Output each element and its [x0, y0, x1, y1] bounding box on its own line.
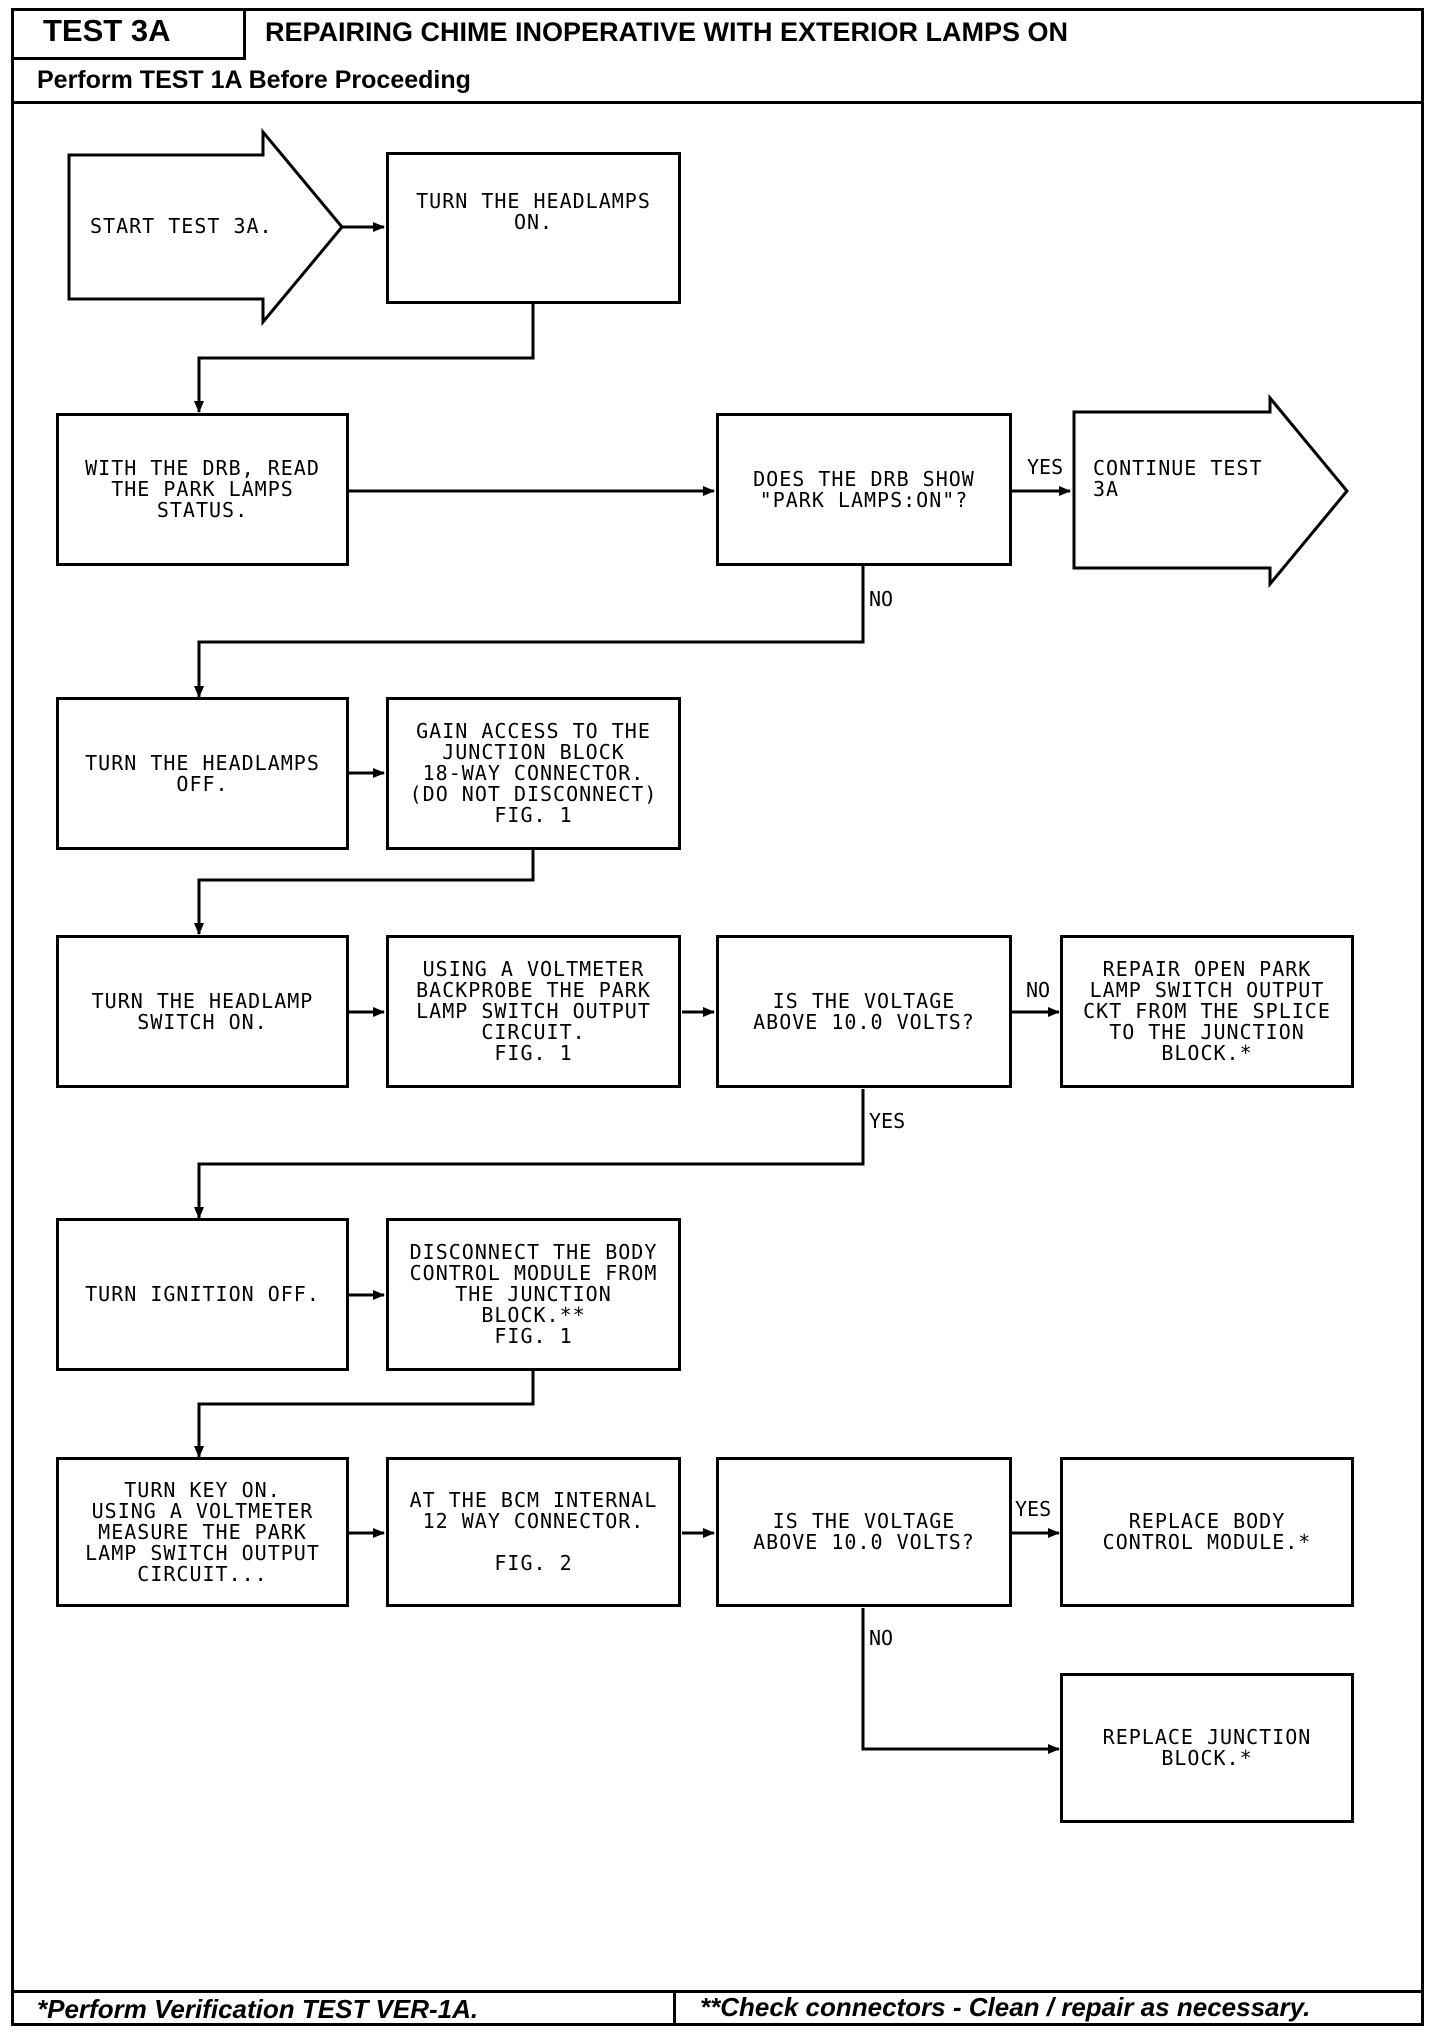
arrow-no-headlamps-off — [194, 566, 865, 698]
arrow-access-to-switch — [194, 850, 535, 935]
branch-label-no: NO — [1026, 978, 1051, 1002]
arrow-no-replace-junction — [861, 1608, 1060, 1754]
start-test-arrow: START TEST 3A. — [90, 214, 273, 238]
prerequisite-note: Perform TEST 1A Before Proceeding — [37, 66, 471, 94]
step-disconnect-bcm: DISCONNECT THE BODY CONTROL MODULE FROM … — [386, 1218, 681, 1371]
branch-label-yes: YES — [869, 1109, 906, 1133]
continue-arrow-shape — [1072, 393, 1349, 589]
continue-test-arrow: CONTINUE TEST 3A — [1093, 456, 1263, 501]
decision-voltage-2: IS THE VOLTAGE ABOVE 10.0 VOLTS? — [716, 1457, 1012, 1607]
step-gain-access: GAIN ACCESS TO THE JUNCTION BLOCK 18-WAY… — [386, 697, 681, 850]
footer-note-connectors: **Check connectors - Clean / repair as n… — [700, 1992, 1311, 2022]
test-id: TEST 3A — [43, 13, 171, 48]
arrow-yes-ignition-off — [194, 1089, 865, 1219]
arrow-headlamps-to-read — [194, 303, 535, 413]
step-repair-open-circuit: REPAIR OPEN PARK LAMP SWITCH OUTPUT CKT … — [1060, 935, 1354, 1088]
decision-voltage-1: IS THE VOLTAGE ABOVE 10.0 VOLTS? — [716, 935, 1012, 1088]
step-key-on-measure: TURN KEY ON. USING A VOLTMETER MEASURE T… — [56, 1457, 349, 1607]
branch-label-yes: YES — [1027, 455, 1064, 479]
footer-note-verification: *Perform Verification TEST VER-1A. — [37, 1994, 479, 2024]
branch-label-no: NO — [869, 1626, 894, 1650]
header-divider — [243, 8, 246, 58]
step-headlamps-off: TURN THE HEADLAMPS OFF. — [56, 697, 349, 850]
arrow-disconnect-to-key-on — [194, 1371, 535, 1458]
header-rule — [11, 101, 1424, 104]
header-rule-left — [11, 57, 246, 60]
footer-rule — [11, 1990, 1424, 1993]
step-ignition-off: TURN IGNITION OFF. — [56, 1218, 349, 1371]
decision-drb-park-lamps: DOES THE DRB SHOW "PARK LAMPS:ON"? — [716, 413, 1012, 566]
step-headlamp-switch-on: TURN THE HEADLAMP SWITCH ON. — [56, 935, 349, 1088]
step-read-park-lamps: WITH THE DRB, READ THE PARK LAMPS STATUS… — [56, 413, 349, 566]
branch-label-no: NO — [869, 587, 894, 611]
step-headlamps-on: TURN THE HEADLAMPS ON. — [386, 152, 681, 304]
branch-label-yes: YES — [1015, 1497, 1052, 1521]
page-title: REPAIRING CHIME INOPERATIVE WITH EXTERIO… — [265, 17, 1069, 47]
start-arrow-shape — [67, 127, 344, 327]
step-replace-bcm: REPLACE BODY CONTROL MODULE.* — [1060, 1457, 1354, 1607]
step-replace-junction-block: REPLACE JUNCTION BLOCK.* — [1060, 1673, 1354, 1823]
footer-divider — [673, 1990, 676, 2026]
step-bcm-connector: AT THE BCM INTERNAL 12 WAY CONNECTOR. FI… — [386, 1457, 681, 1607]
step-backprobe: USING A VOLTMETER BACKPROBE THE PARK LAM… — [386, 935, 681, 1088]
